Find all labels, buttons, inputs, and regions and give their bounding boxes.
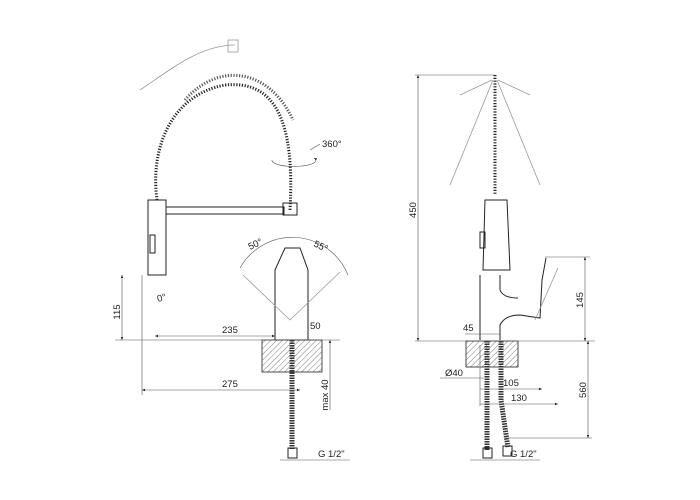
- thread-size-side: G 1/2": [510, 449, 537, 460]
- dim-lever-reach: 105: [503, 378, 519, 389]
- front-view: 360° 50° 55° 0° 115 235 50 275 max 40 G …: [112, 39, 350, 461]
- deck-mount-side: [465, 340, 519, 368]
- dim-lever-max-reach: 130: [511, 393, 527, 404]
- dim-total-reach: 275: [222, 379, 238, 390]
- dim-total-height: 450: [408, 202, 419, 218]
- thread-size-front: G 1/2": [318, 449, 345, 460]
- spray-head-side: [482, 199, 511, 271]
- spout-arm: [165, 206, 285, 215]
- dim-hose-length: 560: [578, 382, 589, 398]
- lever-ghost-side: [534, 267, 559, 321]
- spray-button-side: [479, 231, 486, 249]
- lever-left-angle: 50°: [247, 237, 265, 253]
- lever-ghost: [242, 271, 341, 321]
- dim-lever-height: 145: [575, 292, 586, 308]
- ghost-spray-head: [227, 39, 239, 53]
- lever-right-angle: 55°: [312, 239, 330, 255]
- spray-angle: 0°: [156, 292, 168, 305]
- spout-joint: [282, 202, 298, 216]
- lever-swing-arc: [239, 237, 349, 276]
- body-upper-side: [499, 275, 519, 299]
- rotation-label: 360°: [322, 139, 342, 150]
- rotation-arrow: [271, 157, 318, 167]
- dim-offset: 45: [463, 323, 474, 334]
- faucet-body: [274, 247, 309, 341]
- dim-spout-height: 115: [112, 304, 123, 319]
- dim-body-width: 50: [310, 321, 321, 332]
- faucet-body-side: [479, 257, 547, 340]
- dim-max-deck: max 40: [320, 379, 331, 410]
- spring-coil-outer: [183, 73, 295, 121]
- spring-coil-hose: [154, 83, 293, 211]
- side-view: 450 145 560 45 Ø40 105 130 G 1/2": [408, 74, 595, 461]
- ghost-hose-right: [496, 79, 541, 186]
- spray-head: [147, 199, 167, 276]
- supply-hoses-side: [484, 341, 511, 450]
- dim-spout-reach: 235: [222, 325, 238, 336]
- spray-button: [149, 234, 156, 254]
- dim-hole-diameter: Ø40: [445, 368, 463, 379]
- ghost-hose-left: [449, 79, 494, 186]
- hose-fitting: [287, 447, 298, 459]
- ghost-hose-position: [139, 44, 236, 91]
